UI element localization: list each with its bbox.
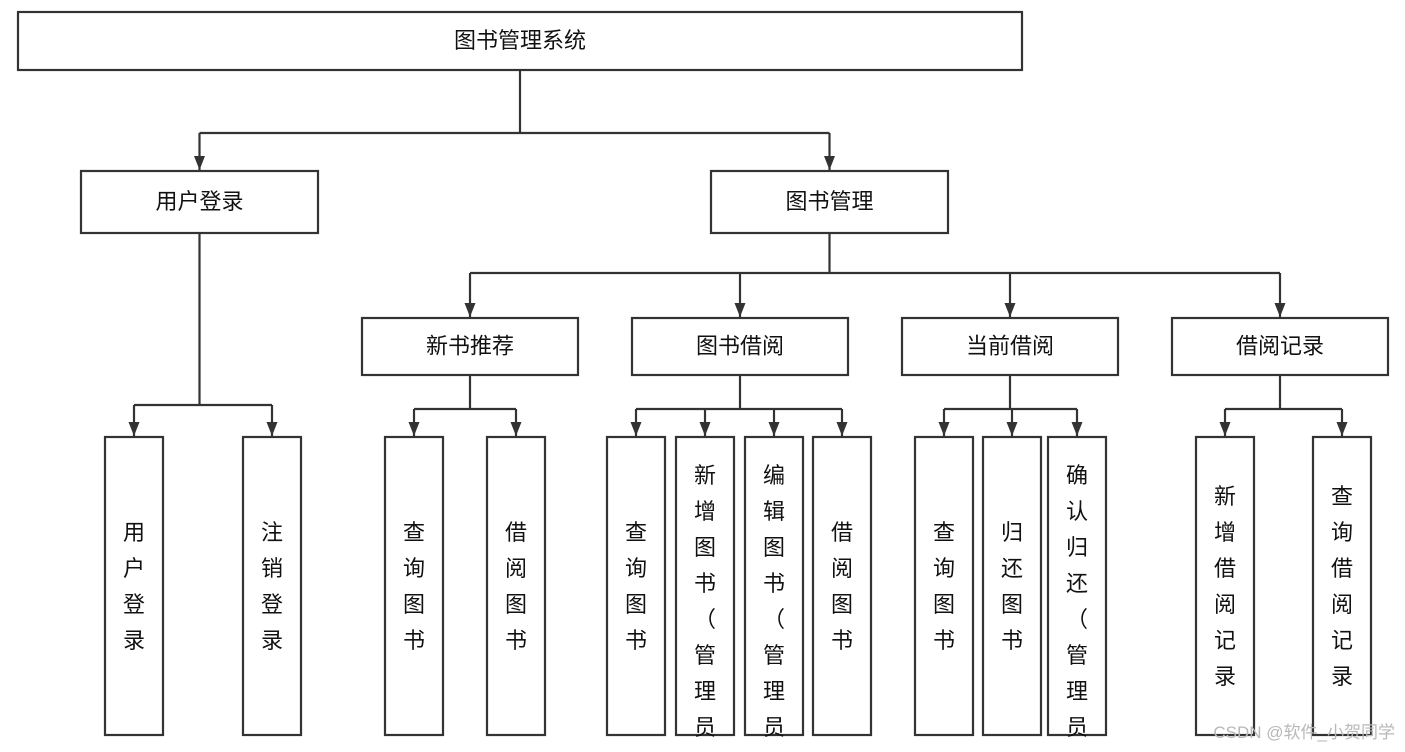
arrow-head-icon xyxy=(194,156,205,170)
node-leaf-borrow-book-rec[interactable]: 借阅图书 xyxy=(485,435,547,737)
node-box-leaf-borrow-book[interactable] xyxy=(811,435,873,737)
node-box-user-login[interactable] xyxy=(79,169,320,235)
node-label-book-manage: 图书管理 xyxy=(785,189,873,214)
arrow-head-icon xyxy=(1274,303,1286,317)
node-layer: 图书管理系统用户登录图书管理新书推荐图书借阅当前借阅借阅记录用户登录注销登录查询… xyxy=(16,10,1390,752)
node-leaf-add-borrow-record[interactable]: 新增借阅记录 xyxy=(1194,435,1256,737)
node-label-user-login: 用户登录 xyxy=(155,189,243,214)
node-box-leaf-confirm-return-admin[interactable] xyxy=(1046,435,1108,737)
node-box-leaf-edit-book-admin[interactable] xyxy=(743,435,805,737)
node-leaf-query-borrow-record[interactable]: 查询借阅记录 xyxy=(1311,435,1373,737)
arrow-head-icon xyxy=(408,422,420,436)
node-box-new-book-recommend[interactable] xyxy=(360,316,580,377)
node-label-leaf-user-login: 用户登录 xyxy=(123,520,145,653)
node-label-new-book-recommend: 新书推荐 xyxy=(426,333,514,358)
arrow-head-icon xyxy=(630,422,642,436)
node-box-leaf-user-login[interactable] xyxy=(103,435,165,737)
node-box-book-borrow[interactable] xyxy=(630,316,850,377)
arrow-head-icon xyxy=(464,303,476,317)
node-label-leaf-logout: 注销登录 xyxy=(261,520,283,653)
watermark-text: CSDN @软件_小贺同学 xyxy=(1213,723,1395,742)
arrow-head-icon xyxy=(510,422,522,436)
node-leaf-borrow-book[interactable]: 借阅图书 xyxy=(811,435,873,737)
node-label-leaf-add-borrow-record: 新增借阅记录 xyxy=(1214,484,1236,689)
arrow-head-icon xyxy=(1219,422,1231,436)
arrow-head-icon xyxy=(1071,422,1083,436)
arrow-head-icon xyxy=(128,422,140,436)
connector-layer xyxy=(128,70,1348,436)
node-label-leaf-query-borrow-record: 查询借阅记录 xyxy=(1331,484,1353,689)
arrow-head-icon xyxy=(768,422,780,436)
node-leaf-return-book[interactable]: 归还图书 xyxy=(981,435,1043,737)
node-box-current-borrow[interactable] xyxy=(900,316,1120,377)
arrow-head-icon xyxy=(824,156,835,170)
node-box-borrow-record[interactable] xyxy=(1170,316,1390,377)
node-label-leaf-query-book-borrow: 查询图书 xyxy=(625,520,647,653)
arrow-head-icon xyxy=(266,422,278,436)
node-current-borrow[interactable]: 当前借阅 xyxy=(900,316,1120,377)
node-user-login[interactable]: 用户登录 xyxy=(79,169,320,235)
node-box-leaf-logout[interactable] xyxy=(241,435,303,737)
node-book-manage[interactable]: 图书管理 xyxy=(709,169,950,235)
node-leaf-query-book-rec[interactable]: 查询图书 xyxy=(383,435,445,737)
node-leaf-query-book-current[interactable]: 查询图书 xyxy=(913,435,975,737)
node-box-leaf-query-book-rec[interactable] xyxy=(383,435,445,737)
node-leaf-edit-book-admin[interactable]: 编辑图书（管理员） xyxy=(743,435,805,752)
node-label-borrow-record: 借阅记录 xyxy=(1236,333,1324,358)
node-label-leaf-confirm-return-admin: 确认归还（管理员） xyxy=(1066,463,1088,747)
node-leaf-query-book-borrow[interactable]: 查询图书 xyxy=(605,435,667,737)
node-box-leaf-query-book-borrow[interactable] xyxy=(605,435,667,737)
arrow-head-icon xyxy=(699,422,711,436)
node-new-book-recommend[interactable]: 新书推荐 xyxy=(360,316,580,377)
arrow-head-icon xyxy=(1004,303,1016,317)
node-box-leaf-return-book[interactable] xyxy=(981,435,1043,737)
node-leaf-add-book-admin[interactable]: 新增图书（管理员） xyxy=(674,435,736,752)
node-box-leaf-add-book-admin[interactable] xyxy=(674,435,736,737)
arrow-head-icon xyxy=(836,422,848,436)
node-label-leaf-query-book-current: 查询图书 xyxy=(933,520,955,653)
node-label-current-borrow: 当前借阅 xyxy=(966,333,1054,358)
node-label-root: 图书管理系统 xyxy=(454,28,586,53)
node-label-book-borrow: 图书借阅 xyxy=(696,333,784,358)
arrow-head-icon xyxy=(734,303,746,317)
node-book-borrow[interactable]: 图书借阅 xyxy=(630,316,850,377)
node-label-leaf-query-book-rec: 查询图书 xyxy=(403,520,425,653)
arrow-head-icon xyxy=(938,422,950,436)
arrow-head-icon xyxy=(1336,422,1348,436)
node-root[interactable]: 图书管理系统 xyxy=(16,10,1024,72)
node-label-leaf-return-book: 归还图书 xyxy=(1001,520,1023,653)
node-label-leaf-borrow-book: 借阅图书 xyxy=(831,520,853,653)
node-box-leaf-query-borrow-record[interactable] xyxy=(1311,435,1373,737)
node-leaf-logout[interactable]: 注销登录 xyxy=(241,435,303,737)
node-box-root[interactable] xyxy=(16,10,1024,72)
node-borrow-record[interactable]: 借阅记录 xyxy=(1170,316,1390,377)
node-box-leaf-query-book-current[interactable] xyxy=(913,435,975,737)
node-label-leaf-borrow-book-rec: 借阅图书 xyxy=(505,520,527,653)
node-leaf-confirm-return-admin[interactable]: 确认归还（管理员） xyxy=(1046,435,1108,752)
node-box-leaf-borrow-book-rec[interactable] xyxy=(485,435,547,737)
arrow-head-icon xyxy=(1006,422,1018,436)
node-leaf-user-login[interactable]: 用户登录 xyxy=(103,435,165,737)
node-label-leaf-add-book-admin: 新增图书（管理员） xyxy=(694,463,716,747)
node-box-book-manage[interactable] xyxy=(709,169,950,235)
node-box-leaf-add-borrow-record[interactable] xyxy=(1194,435,1256,737)
